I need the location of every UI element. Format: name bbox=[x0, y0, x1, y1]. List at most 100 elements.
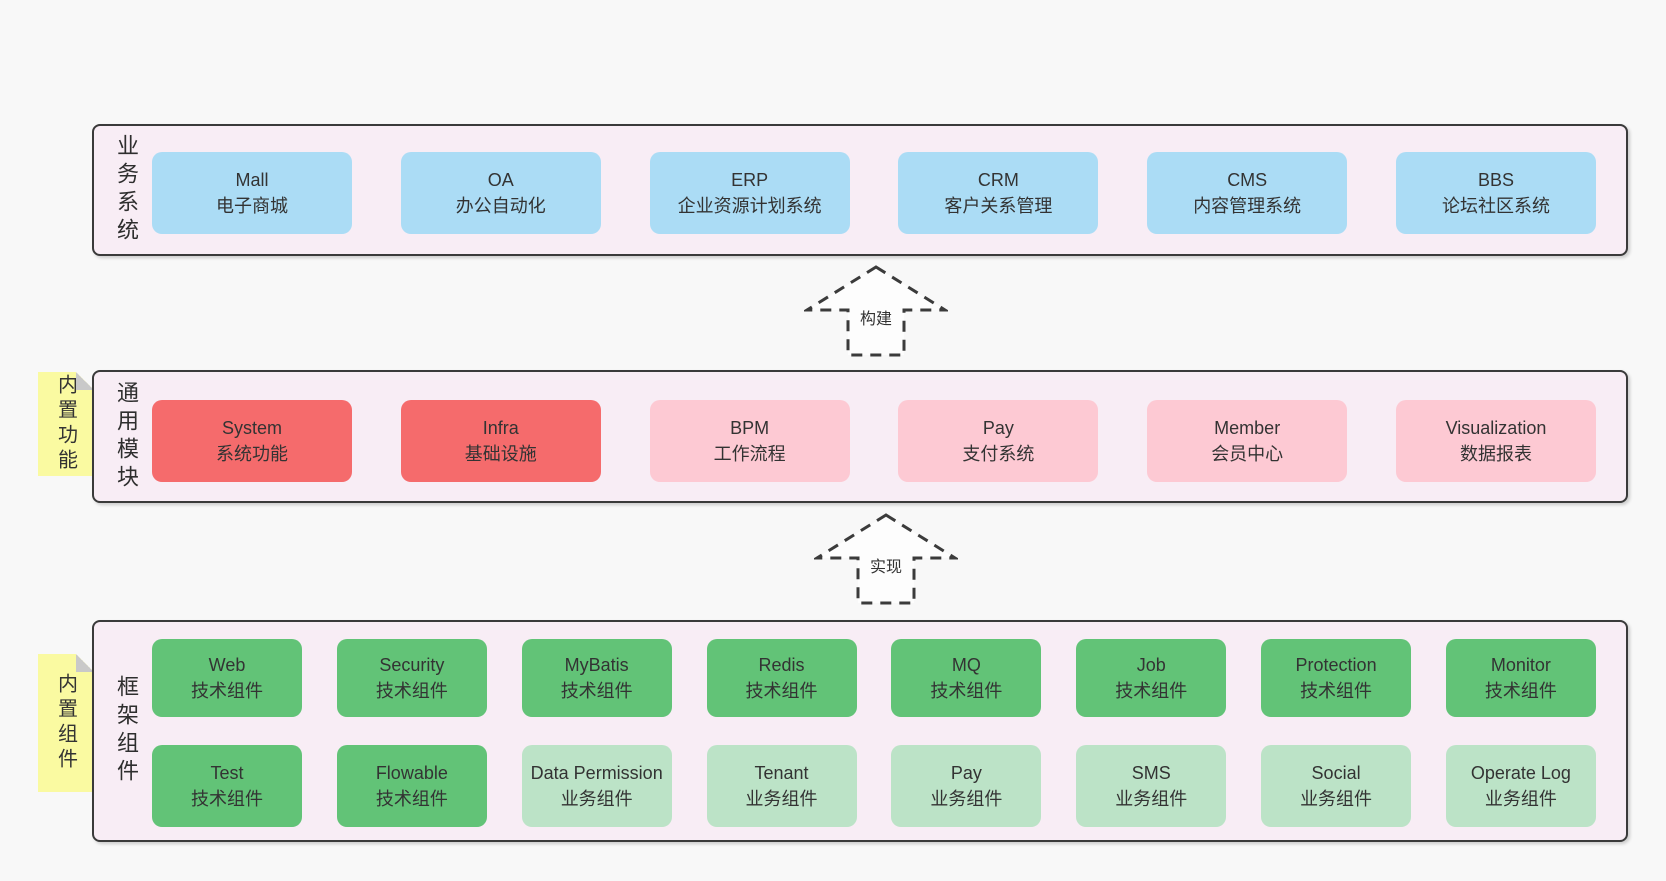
component-layer-panel: 框架组件 Web 技术组件 Security 技术组件 MyBatis 技术组件… bbox=[92, 620, 1628, 842]
box-title: Pay bbox=[950, 763, 982, 783]
box-subtitle: 企业资源计划系统 bbox=[677, 196, 822, 216]
module-layer-row: System 系统功能 Infra 基础设施 BPM 工作流程 Pay 支付系统… bbox=[152, 400, 1596, 482]
up-arrow-icon: 构建 bbox=[801, 265, 951, 357]
box-subtitle: 业务组件 bbox=[930, 789, 1003, 809]
component-layer-label: 框架组件 bbox=[114, 675, 139, 787]
box-pay-business: Pay 业务组件 bbox=[891, 745, 1042, 827]
box-title: ERP bbox=[731, 170, 769, 190]
box-subtitle: 技术组件 bbox=[560, 681, 633, 701]
box-subtitle: 技术组件 bbox=[1300, 681, 1373, 701]
module-layer-label: 通用模块 bbox=[114, 380, 139, 493]
box-bbs: BBS 论坛社区系统 bbox=[1395, 152, 1596, 234]
box-flowable: Flowable 技术组件 bbox=[336, 745, 487, 827]
implement-arrow: 实现 bbox=[811, 512, 961, 606]
box-data-permission: Data Permission 业务组件 bbox=[521, 745, 672, 827]
builtin-features-note-label: 内置功能 bbox=[54, 374, 77, 474]
builtin-components-note: 内置组件 bbox=[38, 654, 94, 792]
box-title: Visualization bbox=[1445, 418, 1547, 438]
box-cms: CMS 内容管理系统 bbox=[1147, 152, 1348, 234]
box-subtitle: 系统功能 bbox=[216, 444, 288, 464]
box-subtitle: 技术组件 bbox=[191, 681, 263, 701]
box-title: Job bbox=[1136, 655, 1166, 675]
box-title: Protection bbox=[1295, 655, 1377, 675]
box-member: Member 会员中心 bbox=[1147, 400, 1348, 482]
box-subtitle: 技术组件 bbox=[745, 681, 818, 701]
box-subtitle: 办公自动化 bbox=[455, 196, 546, 216]
box-infra: Infra 基础设施 bbox=[400, 400, 601, 482]
implement-arrow-label: 实现 bbox=[870, 558, 902, 576]
box-title: Monitor bbox=[1490, 655, 1551, 675]
box-subtitle: 业务组件 bbox=[1115, 789, 1188, 809]
box-test: Test 技术组件 bbox=[152, 745, 302, 827]
builtin-features-note: 内置功能 bbox=[38, 372, 94, 476]
box-title: Pay bbox=[982, 418, 1014, 438]
box-subtitle: 技术组件 bbox=[1484, 681, 1557, 701]
box-subtitle: 业务组件 bbox=[560, 789, 633, 809]
box-title: BPM bbox=[730, 418, 770, 438]
box-subtitle: 内容管理系统 bbox=[1193, 196, 1302, 216]
box-title: Data Permission bbox=[530, 763, 663, 783]
box-subtitle: 论坛社区系统 bbox=[1441, 196, 1550, 216]
builtin-components-note-label: 内置组件 bbox=[54, 673, 77, 773]
box-title: BBS bbox=[1477, 170, 1514, 190]
component-layer-row-2: Test 技术组件 Flowable 技术组件 Data Permission … bbox=[152, 745, 1596, 827]
box-title: Test bbox=[210, 763, 244, 783]
box-subtitle: 技术组件 bbox=[1115, 681, 1188, 701]
box-bpm: BPM 工作流程 bbox=[649, 400, 850, 482]
box-visualization: Visualization 数据报表 bbox=[1395, 400, 1596, 482]
box-protection: Protection 技术组件 bbox=[1261, 639, 1412, 717]
box-mq: MQ 技术组件 bbox=[891, 639, 1042, 717]
box-title: CMS bbox=[1227, 170, 1268, 190]
box-subtitle: 业务组件 bbox=[1300, 789, 1373, 809]
box-subtitle: 工作流程 bbox=[713, 444, 786, 464]
box-web: Web 技术组件 bbox=[152, 639, 302, 717]
box-system: System 系统功能 bbox=[152, 400, 352, 482]
box-security: Security 技术组件 bbox=[336, 639, 487, 717]
box-title: MyBatis bbox=[564, 655, 629, 675]
box-tenant: Tenant 业务组件 bbox=[706, 745, 857, 827]
business-layer-label: 业务系统 bbox=[114, 134, 139, 246]
box-title: Security bbox=[379, 655, 445, 675]
box-monitor: Monitor 技术组件 bbox=[1445, 639, 1596, 717]
box-erp: ERP 企业资源计划系统 bbox=[649, 152, 850, 234]
box-subtitle: 电子商城 bbox=[216, 196, 288, 216]
box-title: Mall bbox=[235, 170, 269, 190]
box-title: Flowable bbox=[375, 763, 448, 783]
business-layer-row: Mall 电子商城 OA 办公自动化 ERP 企业资源计划系统 CRM 客户关系… bbox=[152, 152, 1596, 234]
box-subtitle: 技术组件 bbox=[930, 681, 1003, 701]
box-subtitle: 业务组件 bbox=[1484, 789, 1557, 809]
box-sms: SMS 业务组件 bbox=[1076, 745, 1227, 827]
box-subtitle: 支付系统 bbox=[962, 444, 1035, 464]
box-operate-log: Operate Log 业务组件 bbox=[1445, 745, 1596, 827]
box-title: MQ bbox=[951, 655, 981, 675]
box-title: Infra bbox=[482, 418, 519, 438]
box-crm: CRM 客户关系管理 bbox=[898, 152, 1099, 234]
business-layer-panel: 业务系统 Mall 电子商城 OA 办公自动化 ERP 企业资源计划系统 CRM… bbox=[92, 124, 1628, 256]
box-pay: Pay 支付系统 bbox=[898, 400, 1099, 482]
box-subtitle: 数据报表 bbox=[1459, 444, 1532, 464]
box-subtitle: 业务组件 bbox=[745, 789, 818, 809]
box-subtitle: 技术组件 bbox=[375, 789, 448, 809]
box-title: Tenant bbox=[754, 763, 809, 783]
box-subtitle: 会员中心 bbox=[1211, 444, 1284, 464]
box-social: Social 业务组件 bbox=[1261, 745, 1412, 827]
module-layer-panel: 通用模块 System 系统功能 Infra 基础设施 BPM 工作流程 Pay… bbox=[92, 370, 1628, 503]
box-subtitle: 客户关系管理 bbox=[944, 196, 1053, 216]
component-layer-row-1: Web 技术组件 Security 技术组件 MyBatis 技术组件 Redi… bbox=[152, 639, 1596, 717]
box-subtitle: 技术组件 bbox=[191, 789, 263, 809]
box-title: SMS bbox=[1131, 763, 1171, 783]
box-subtitle: 基础设施 bbox=[464, 444, 537, 464]
box-title: Social bbox=[1311, 763, 1361, 783]
box-title: System bbox=[221, 418, 282, 438]
box-title: Operate Log bbox=[1470, 763, 1571, 783]
box-job: Job 技术组件 bbox=[1076, 639, 1227, 717]
box-mall: Mall 电子商城 bbox=[152, 152, 352, 234]
box-mybatis: MyBatis 技术组件 bbox=[521, 639, 672, 717]
box-title: Redis bbox=[758, 655, 805, 675]
box-title: OA bbox=[487, 170, 514, 190]
box-subtitle: 技术组件 bbox=[375, 681, 448, 701]
box-oa: OA 办公自动化 bbox=[400, 152, 601, 234]
up-arrow-icon: 实现 bbox=[811, 513, 961, 605]
build-arrow-label: 构建 bbox=[860, 310, 892, 328]
